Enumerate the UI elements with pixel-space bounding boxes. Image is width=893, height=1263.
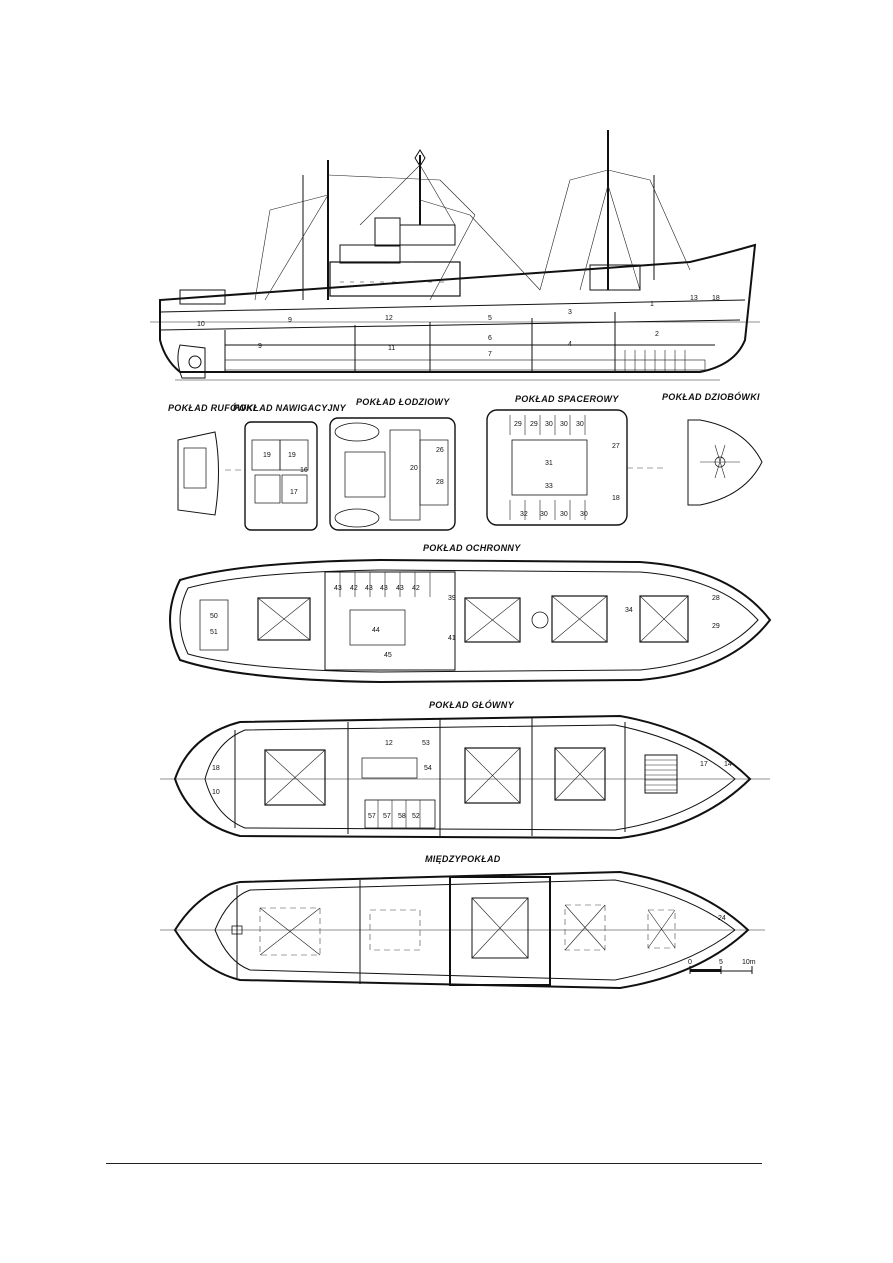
svg-text:24: 24 bbox=[718, 915, 726, 922]
svg-text:51: 51 bbox=[210, 629, 218, 636]
forecastle-deck-plan: POKŁAD DZIOBÓWKI bbox=[662, 391, 763, 506]
svg-text:18: 18 bbox=[712, 295, 720, 302]
footer-rule bbox=[106, 1163, 762, 1164]
svg-text:29: 29 bbox=[514, 421, 522, 428]
svg-text:34: 34 bbox=[625, 607, 633, 614]
svg-text:39: 39 bbox=[448, 595, 456, 602]
svg-text:19: 19 bbox=[288, 452, 296, 459]
svg-text:30: 30 bbox=[560, 511, 568, 518]
svg-text:44: 44 bbox=[372, 627, 380, 634]
svg-text:11: 11 bbox=[388, 345, 395, 352]
navigation-deck-plan: POKŁAD NAWIGACYJNY 19 19 17 16 bbox=[225, 403, 347, 531]
tween-deck-label: MIĘDZYPOKŁAD bbox=[425, 854, 501, 864]
svg-text:3: 3 bbox=[568, 309, 572, 316]
svg-text:6: 6 bbox=[488, 335, 492, 342]
svg-text:50: 50 bbox=[210, 613, 218, 620]
svg-text:16: 16 bbox=[300, 467, 308, 474]
svg-text:2: 2 bbox=[655, 331, 659, 338]
svg-text:26: 26 bbox=[436, 447, 444, 454]
svg-text:18: 18 bbox=[612, 495, 620, 502]
svg-text:32: 32 bbox=[520, 511, 528, 518]
svg-text:30: 30 bbox=[576, 421, 584, 428]
poop-deck-label: POKŁAD RUFÓWKI bbox=[168, 402, 256, 413]
svg-text:17: 17 bbox=[290, 489, 298, 496]
svg-text:7: 7 bbox=[488, 351, 492, 358]
shelter-deck-label: POKŁAD OCHRONNY bbox=[423, 543, 521, 553]
svg-text:29: 29 bbox=[712, 623, 720, 630]
shelter-deck-plan: POKŁAD OCHRONNY 43 42 43 43 43 42 44 45 … bbox=[169, 543, 772, 684]
scale-end-label: 10m bbox=[742, 959, 756, 966]
main-deck-label: POKŁAD GŁÓWNY bbox=[429, 699, 515, 710]
svg-text:12: 12 bbox=[385, 315, 393, 322]
svg-text:10: 10 bbox=[197, 321, 205, 328]
svg-text:9: 9 bbox=[258, 343, 262, 350]
svg-text:12: 12 bbox=[385, 740, 393, 747]
side-elevation: 10 9 9 12 11 5 6 7 3 4 1 2 13 18 bbox=[150, 130, 760, 381]
svg-text:43: 43 bbox=[334, 585, 342, 592]
svg-text:5: 5 bbox=[488, 315, 492, 322]
svg-text:31: 31 bbox=[545, 460, 553, 467]
svg-text:42: 42 bbox=[350, 585, 358, 592]
svg-text:1: 1 bbox=[650, 301, 654, 308]
svg-text:43: 43 bbox=[380, 585, 388, 592]
svg-text:20: 20 bbox=[410, 465, 418, 472]
svg-text:18: 18 bbox=[212, 765, 220, 772]
scale-bar: 0 5 10m bbox=[688, 959, 756, 974]
svg-text:28: 28 bbox=[436, 479, 444, 486]
promenade-deck-plan: POKŁAD SPACEROWY 29 29 30 30 30 31 33 32… bbox=[486, 394, 665, 526]
svg-text:53: 53 bbox=[422, 740, 430, 747]
svg-text:29: 29 bbox=[530, 421, 538, 428]
forecastle-deck-label: POKŁAD DZIOBÓWKI bbox=[662, 391, 760, 402]
svg-text:10: 10 bbox=[212, 789, 220, 796]
svg-text:41: 41 bbox=[448, 635, 456, 642]
svg-text:57: 57 bbox=[383, 813, 391, 820]
svg-text:43: 43 bbox=[365, 585, 373, 592]
svg-text:17: 17 bbox=[700, 761, 708, 768]
svg-text:30: 30 bbox=[540, 511, 548, 518]
svg-text:30: 30 bbox=[545, 421, 553, 428]
navigation-deck-label: POKŁAD NAWIGACYJNY bbox=[233, 403, 347, 413]
svg-text:4: 4 bbox=[568, 341, 572, 348]
svg-text:30: 30 bbox=[560, 421, 568, 428]
svg-text:58: 58 bbox=[398, 813, 406, 820]
svg-text:30: 30 bbox=[580, 511, 588, 518]
svg-text:45: 45 bbox=[384, 652, 392, 659]
svg-text:42: 42 bbox=[412, 585, 420, 592]
svg-text:28: 28 bbox=[712, 595, 720, 602]
poop-deck-plan: POKŁAD RUFÓWKI bbox=[168, 402, 256, 516]
svg-text:52: 52 bbox=[412, 813, 420, 820]
svg-text:33: 33 bbox=[545, 483, 553, 490]
svg-text:13: 13 bbox=[690, 295, 698, 302]
boat-deck-label: POKŁAD ŁODZIOWY bbox=[356, 397, 450, 407]
svg-text:19: 19 bbox=[263, 452, 271, 459]
svg-text:57: 57 bbox=[368, 813, 376, 820]
scale-mid-label: 5 bbox=[719, 959, 723, 966]
boat-deck-plan: POKŁAD ŁODZIOWY 26 28 20 bbox=[329, 397, 456, 531]
scale-zero-label: 0 bbox=[688, 959, 692, 966]
promenade-deck-label: POKŁAD SPACEROWY bbox=[515, 394, 619, 404]
main-deck-plan: POKŁAD GŁÓWNY 12 53 54 57 57 58 52 18 10… bbox=[160, 699, 770, 840]
svg-text:43: 43 bbox=[396, 585, 404, 592]
svg-text:14: 14 bbox=[724, 761, 732, 768]
svg-text:54: 54 bbox=[424, 765, 432, 772]
tween-deck-plan: MIĘDZYPOKŁAD 24 bbox=[160, 854, 765, 990]
svg-text:27: 27 bbox=[612, 443, 620, 450]
svg-text:9: 9 bbox=[288, 317, 292, 324]
